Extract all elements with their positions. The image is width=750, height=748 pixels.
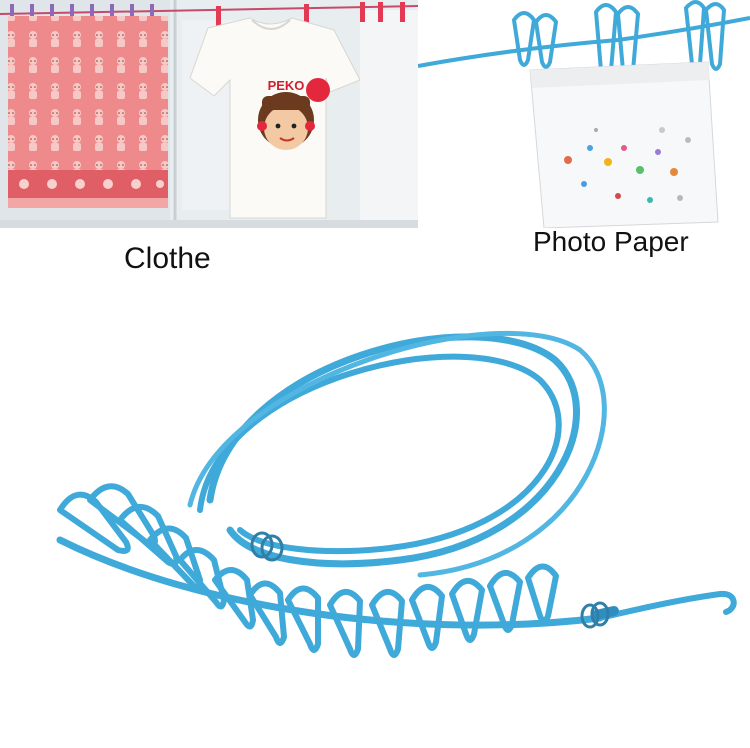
purple-clothespins [10, 4, 154, 22]
red-clothespins [216, 2, 405, 28]
clothes-hanging-photo: PEKO [0, 0, 418, 228]
shirt-print-character [257, 78, 330, 150]
paper-stickers [564, 127, 691, 203]
caption-clothe: Clothe [124, 242, 211, 275]
shirt-print-text: PEKO [268, 78, 305, 93]
paper-scene-illustration [418, 0, 750, 228]
coiled-rope-illustration [56, 330, 737, 658]
rope-spring-coils [250, 531, 610, 629]
clothespin-clips [57, 483, 559, 658]
photo-paper-photo [418, 0, 750, 228]
coiled-rope [56, 330, 737, 629]
caption-photo-paper: Photo Paper [533, 226, 689, 257]
clothesline-product-photo [0, 290, 750, 743]
clothes-scene-illustration: PEKO [0, 0, 418, 228]
